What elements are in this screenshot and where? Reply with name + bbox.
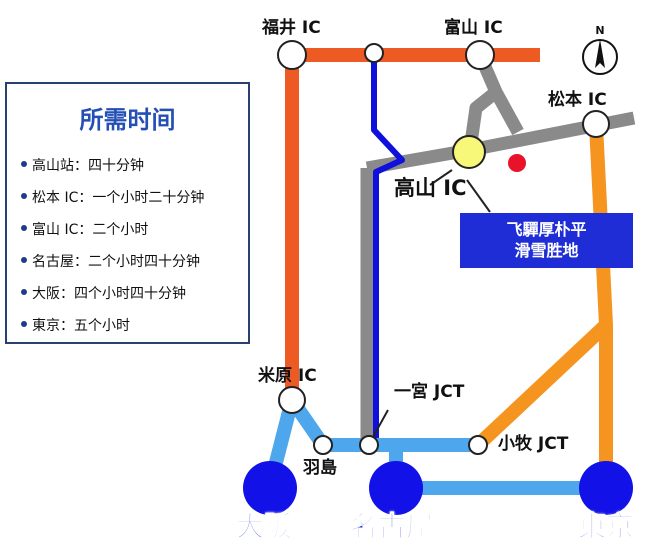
bullet-icon xyxy=(21,321,27,327)
legend-item-text: 富山 IC：二个小时 xyxy=(32,222,149,238)
node-fukui-ic xyxy=(277,40,307,70)
city-label-tokyo: 東京 xyxy=(577,510,635,544)
node-blue-junction xyxy=(364,43,384,63)
city-label-osaka: 大阪 xyxy=(235,510,293,544)
leader-ichinomiya xyxy=(372,409,389,438)
route-orange-komaki xyxy=(473,319,611,451)
route-orange-matsumoto-tokyo xyxy=(589,124,613,486)
legend-item-text: 高山站：四十分钟 xyxy=(32,158,144,174)
leader-takayama xyxy=(429,169,453,186)
legend-item: 富山 IC：二个小时 xyxy=(21,214,204,246)
legend-item-text: 東京：五个小时 xyxy=(32,318,130,334)
travel-time-legend: 所需时间 高山站：四十分钟 松本 IC：一个小时二十分钟 富山 IC：二个小时 … xyxy=(5,82,250,344)
legend-item: 高山站：四十分钟 xyxy=(21,150,204,182)
label-ichinomiya-jct: 一宮 JCT xyxy=(394,382,465,402)
legend-item-text: 名古屋：二个小时四十分钟 xyxy=(32,254,200,270)
label-takayama-ic: 高山 IC xyxy=(394,176,467,200)
city-dot-tokyo xyxy=(579,461,633,515)
resort-name: 飞驒厚朴平 滑雪胜地 xyxy=(506,220,587,260)
resort-label: 飞驒厚朴平 滑雪胜地 xyxy=(460,213,633,268)
legend-list: 高山站：四十分钟 松本 IC：一个小时二十分钟 富山 IC：二个小时 名古屋：二… xyxy=(21,150,204,342)
bullet-icon xyxy=(21,225,27,231)
bullet-icon xyxy=(21,193,27,199)
legend-item: 東京：五个小时 xyxy=(21,310,204,342)
label-maibara-ic: 米原 IC xyxy=(258,366,317,386)
city-dot-osaka xyxy=(243,461,297,515)
resort-marker xyxy=(508,154,526,172)
legend-item: 名古屋：二个小时四十分钟 xyxy=(21,246,204,278)
label-komaki-jct: 小牧 JCT xyxy=(498,434,569,454)
node-ichinomiya-jct xyxy=(359,435,379,455)
node-toyama-ic xyxy=(465,40,495,70)
bullet-icon xyxy=(21,257,27,263)
node-takayama-ic xyxy=(452,135,486,169)
legend-item-text: 松本 IC：一个小时二十分钟 xyxy=(32,190,205,206)
city-dot-nagoya xyxy=(369,461,423,515)
legend-item-text: 大阪：四个小时四十分钟 xyxy=(32,286,186,302)
node-matsumoto-ic xyxy=(582,110,610,138)
legend-item: 松本 IC：一个小时二十分钟 xyxy=(21,182,204,214)
leader-resort xyxy=(466,179,491,213)
node-hashima xyxy=(313,435,333,455)
legend-item: 大阪：四个小时四十分钟 xyxy=(21,278,204,310)
label-fukui-ic: 福井 IC xyxy=(262,18,321,38)
node-maibara-ic xyxy=(278,386,306,414)
bullet-icon xyxy=(21,289,27,295)
legend-title: 所需时间 xyxy=(79,106,176,134)
route-blue xyxy=(371,55,405,445)
north-arrow-icon: N xyxy=(580,22,620,78)
label-hashima: 羽島 xyxy=(303,458,337,478)
city-label-nagoya: 名古屋 xyxy=(349,510,435,544)
label-matsumoto-ic: 松本 IC xyxy=(548,90,607,110)
compass-label: N xyxy=(595,24,604,37)
node-komaki-jct xyxy=(468,435,488,455)
label-toyama-ic: 富山 IC xyxy=(444,18,503,38)
bullet-icon xyxy=(21,161,27,167)
